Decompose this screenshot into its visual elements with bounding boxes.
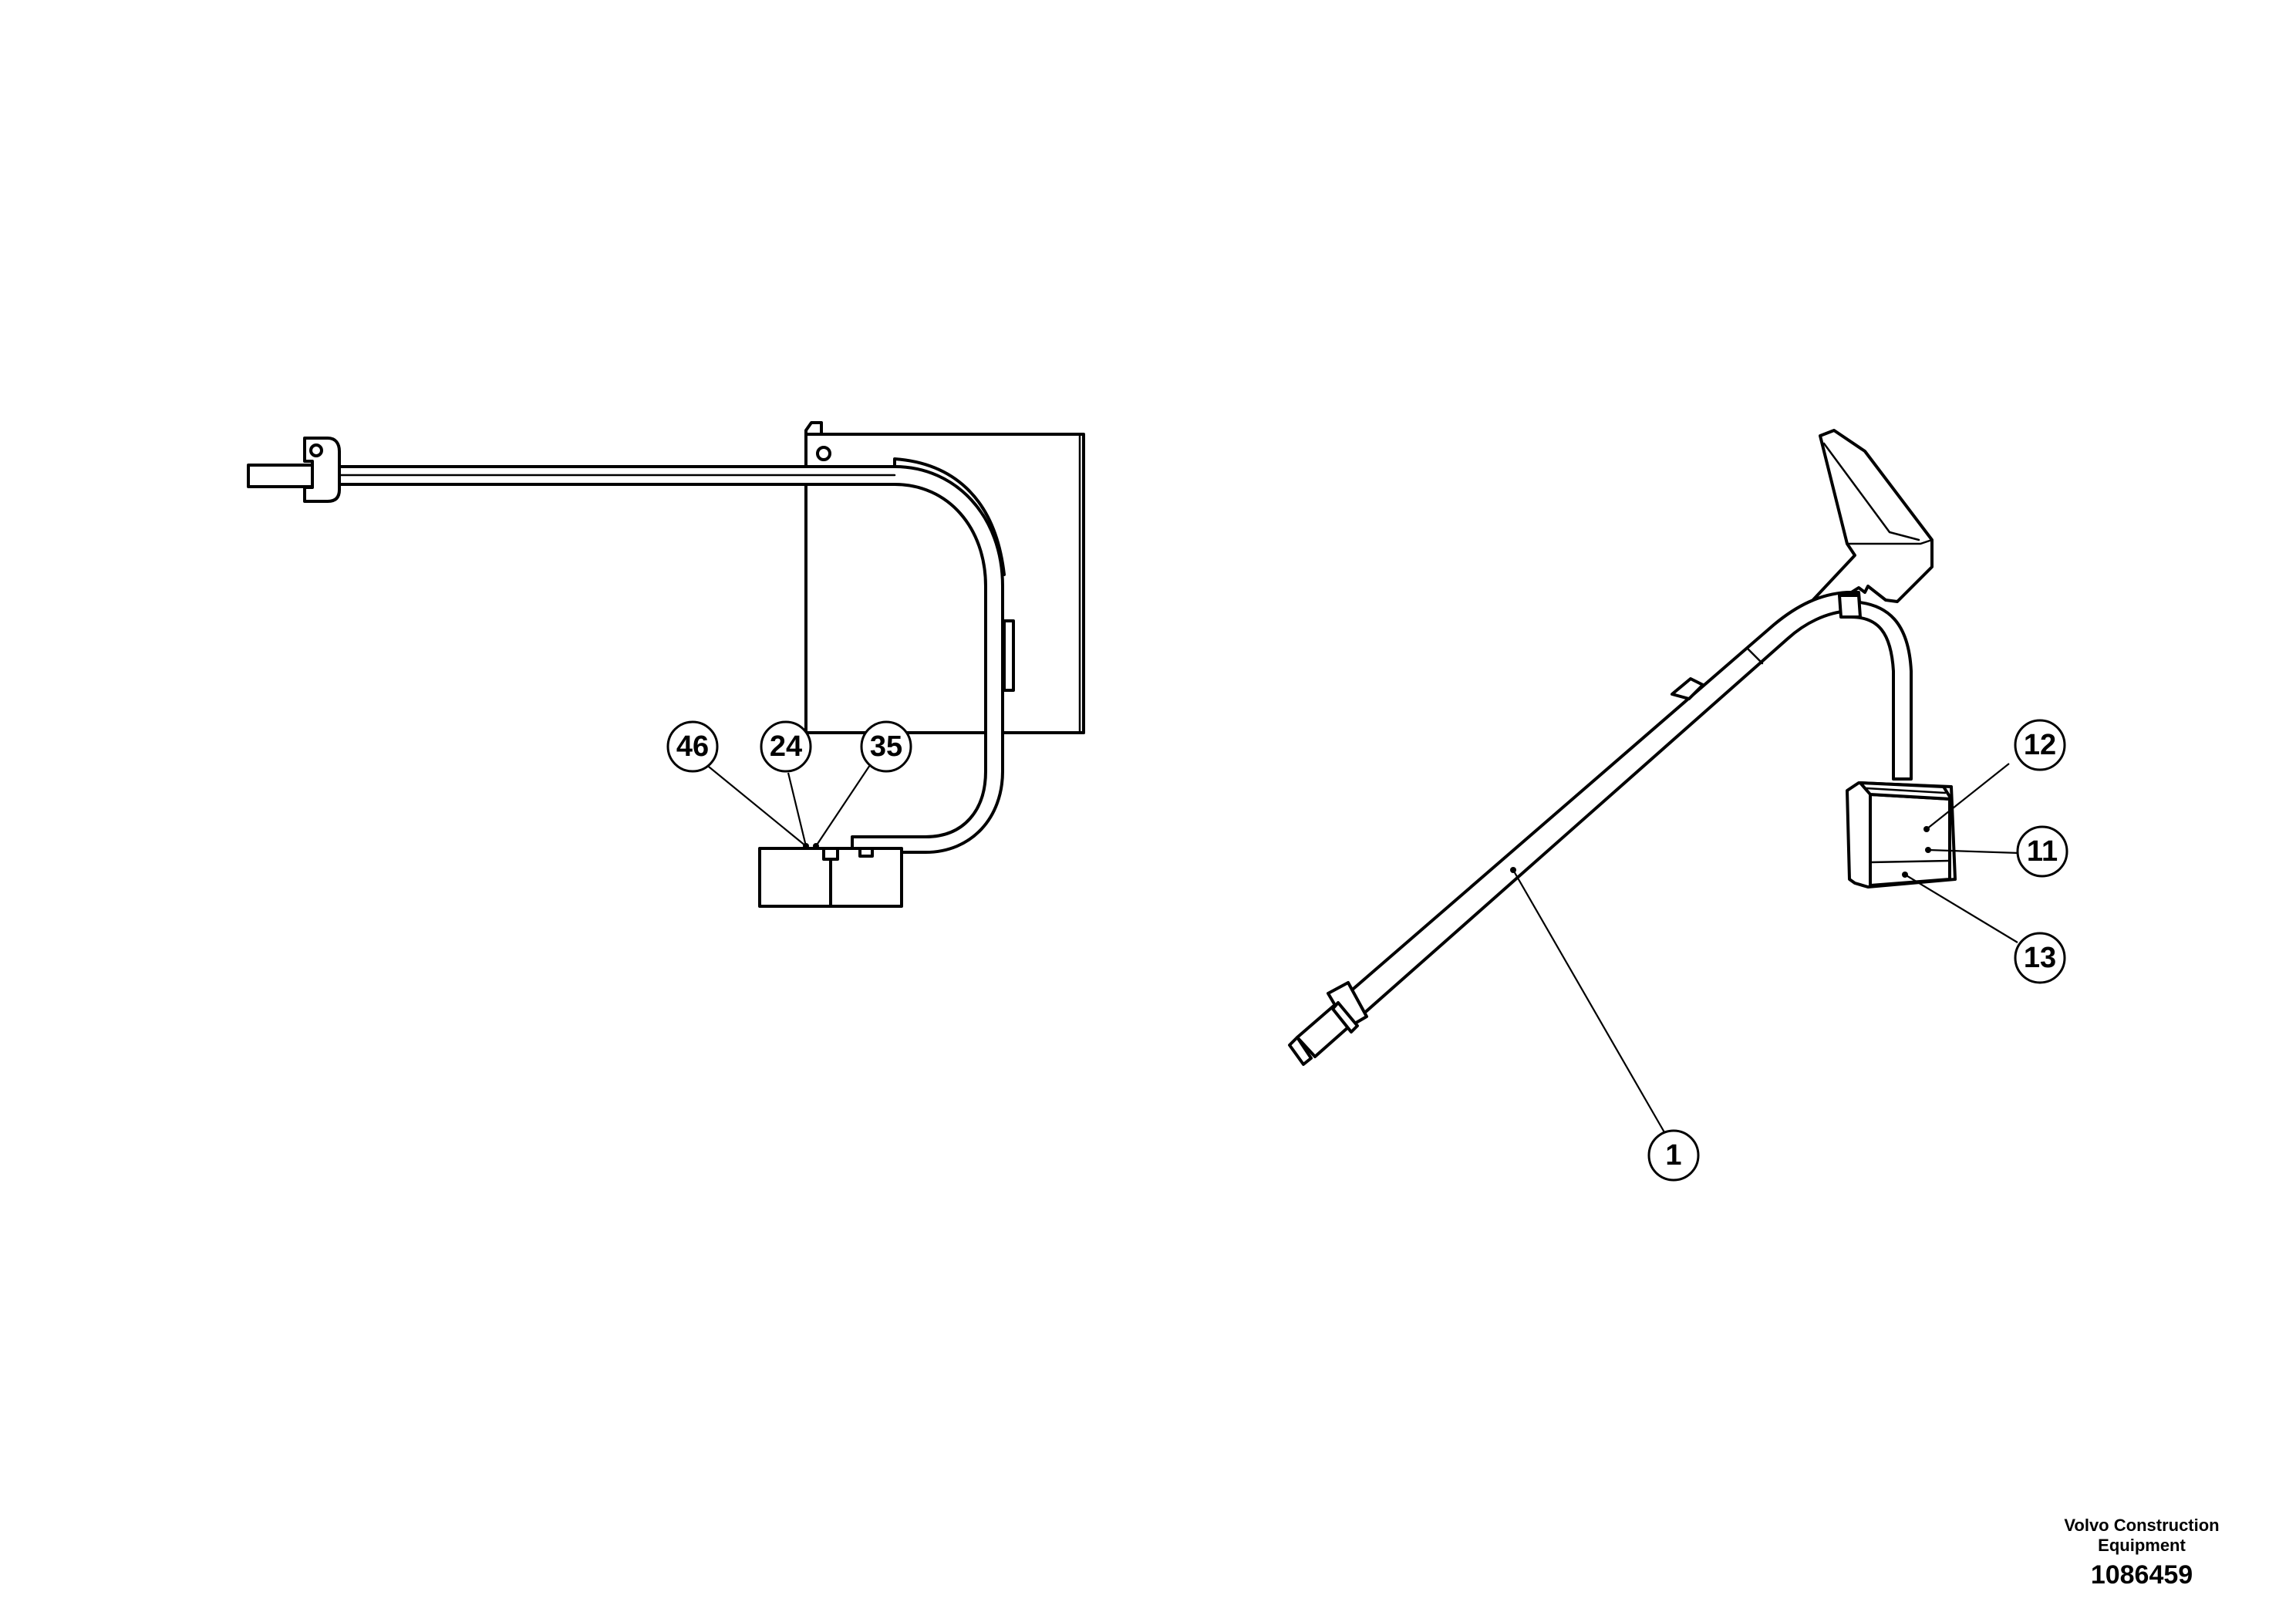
leader-46: [704, 763, 807, 847]
tube-clamp-ring: [1331, 1001, 1359, 1034]
balloon-label: 46: [676, 730, 709, 763]
bracket-fold: [1846, 538, 1934, 545]
bracket-face: [1822, 442, 1920, 541]
connector-latch: [858, 847, 874, 858]
tube-clip-mid: [1671, 677, 1704, 700]
brand-name: Volvo Construction Equipment: [2064, 1516, 2220, 1555]
left-view-assembly: [247, 421, 1085, 908]
leader-12: [1926, 763, 2010, 830]
drawing-number: 1086459: [2090, 1560, 2193, 1590]
balloon-12: 12: [2014, 719, 2066, 771]
balloon-label: 35: [870, 730, 902, 763]
plate-tab: [1003, 619, 1015, 692]
tube-end: [247, 464, 315, 488]
title-block: Volvo Construction Equipment 1086459: [2026, 1516, 2257, 1591]
clamp-hole: [309, 443, 323, 457]
mount-bracket: [1772, 429, 1934, 643]
connector-clip: [822, 847, 839, 861]
balloon-label: 1: [1665, 1139, 1681, 1172]
tube-end-cap: [1288, 1036, 1313, 1066]
camera-unit-line: [1869, 859, 1951, 864]
tube-seam: [1745, 646, 1764, 665]
leader-11: [1927, 848, 2020, 855]
balloon-46: 46: [666, 720, 719, 773]
balloon-24: 24: [760, 720, 812, 773]
balloon-11: 11: [2016, 825, 2068, 878]
balloon-label: 13: [2024, 942, 2056, 974]
balloon-1: 1: [1647, 1129, 1700, 1182]
leader-24: [787, 772, 807, 847]
connector-left: [758, 847, 832, 908]
camera-unit-front: [1869, 793, 1951, 887]
camera-hood-line: [1865, 787, 1947, 794]
diagonal-tube: [1296, 591, 1862, 1058]
balloon-35: 35: [860, 720, 912, 773]
leader-35: [815, 764, 871, 847]
leader-1: [1512, 869, 1665, 1133]
right-view-assembly: [1288, 429, 1957, 1066]
balloon-label: 12: [2024, 729, 2056, 761]
plate-hole: [816, 446, 831, 461]
hose: [1846, 600, 1913, 781]
balloon-13: 13: [2014, 932, 2066, 984]
leader-lines: [704, 763, 2020, 1133]
balloon-label: 11: [2027, 835, 2058, 868]
leader-13: [1904, 874, 2018, 943]
connector-right: [829, 847, 903, 908]
hose-collar: [1838, 594, 1862, 619]
balloon-label: 24: [770, 730, 802, 763]
